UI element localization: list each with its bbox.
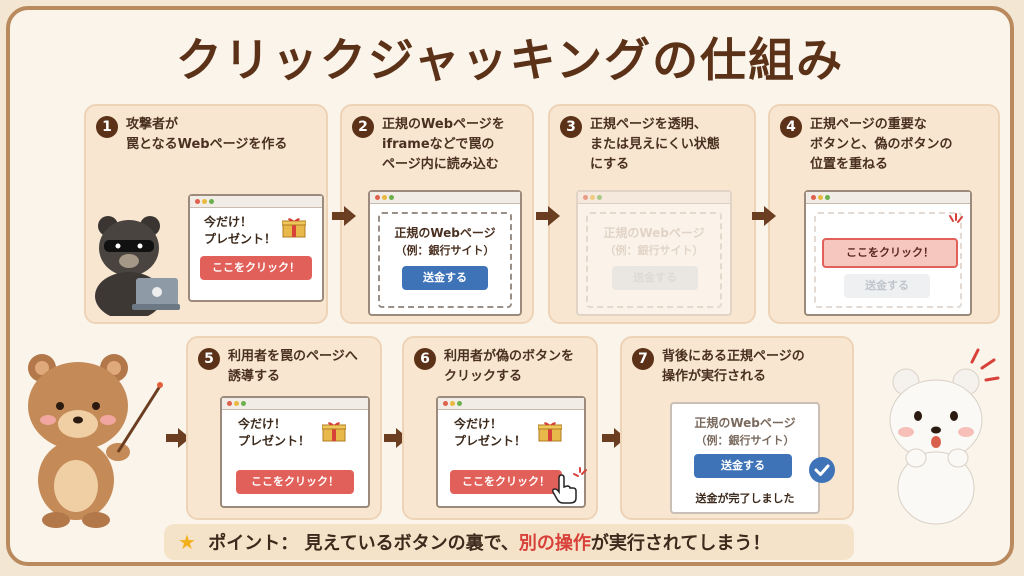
teacher-bear-illustration [28, 354, 163, 528]
step-card-2: 2 正規のWebページを iframeなどで罠の ページ内に読み込む 正規のWe… [340, 104, 534, 324]
cursor-hand-icon [552, 474, 577, 504]
step-text: 正規のWebページを iframeなどで罠の ページ内に読み込む [382, 117, 505, 172]
hacker-bear-illustration [95, 216, 180, 316]
page-title: クリックジャッキングの仕組み [175, 33, 845, 87]
trap-page-window: 正規のWebページ （例：銀行サイト） 送金する [576, 190, 732, 316]
trap-page-window: 今だけ！ プレゼント！ ここをクリック！ [220, 396, 370, 508]
legit-page-title: 正規のWebページ [694, 416, 796, 430]
surprised-bear-illustration [889, 348, 1000, 525]
trap-page-window: 今だけ！ プレゼント！ ここをクリック！ [188, 194, 324, 302]
fake-click-button[interactable]: ここをクリック！ [822, 238, 958, 268]
legit-page-title: 正規のWebページ [603, 226, 705, 240]
window-titlebar [578, 192, 730, 204]
trap-page-window: ここをクリック！ 送金する [804, 190, 972, 316]
transfer-button[interactable]: 送金する [694, 454, 792, 478]
alert-lines-icon [949, 213, 963, 223]
step-card-4: 4 正規ページの重要な ボタンと、偽のボタンの 位置を重ねる ここをクリック！ … [768, 104, 1000, 324]
step-text: 利用者が偽のボタンを クリックする [444, 349, 575, 384]
step-text: 背後にある正規ページの 操作が実行される [662, 349, 805, 384]
legit-page-window: 正規のWebページ （例：銀行サイト） 送金する 送金が完了しました [670, 402, 820, 514]
window-titlebar [806, 192, 970, 204]
click-spark-icon [573, 467, 587, 477]
star-icon: ★ [178, 530, 196, 554]
checkmark-icon [809, 457, 835, 483]
step-number: 7 [632, 348, 654, 370]
window-titlebar [190, 196, 322, 208]
step-text: 正規ページを透明、 または見えにくい状態 にする [590, 117, 720, 172]
trap-page-text: 今だけ！ プレゼント！ [204, 215, 277, 246]
iframe-frame: 正規のWebページ （例：銀行サイト） 送金する [586, 212, 722, 308]
step-number: 4 [780, 116, 802, 138]
step-number: 2 [352, 116, 374, 138]
iframe-frame [814, 212, 962, 308]
window-titlebar [222, 398, 368, 410]
window-titlebar [438, 398, 584, 410]
step-text: 利用者を罠のページへ 誘導する [228, 349, 358, 384]
gift-icon [538, 422, 562, 442]
fake-click-button[interactable]: ここをクリック！ [450, 470, 562, 494]
transfer-button[interactable]: 送金する [612, 266, 698, 290]
transfer-complete-message: 送金が完了しました [695, 492, 795, 505]
step-number: 1 [96, 116, 118, 138]
transfer-button[interactable]: 送金する [402, 266, 488, 290]
iframe-frame: 正規のWebページ （例：銀行サイト） 送金する [378, 212, 512, 308]
legit-page-subtitle: （例：銀行サイト） [604, 244, 704, 257]
step-number: 6 [414, 348, 436, 370]
fake-click-button[interactable]: ここをクリック！ [200, 256, 312, 280]
step-text: 正規ページの重要な ボタンと、偽のボタンの 位置を重ねる [810, 117, 953, 172]
step-text: 攻撃者が 罠となるWebページを作る [126, 117, 288, 152]
trap-page-text: 今だけ！ プレゼント！ [238, 417, 311, 448]
point-prefix: ポイント： [208, 533, 299, 554]
step-card-3: 3 正規ページを透明、 または見えにくい状態 にする 正規のWebページ （例：… [548, 104, 756, 324]
step-card-5: 5 利用者を罠のページへ 誘導する 今だけ！ プレゼント！ ここをクリック！ [186, 336, 382, 520]
step-card-1: 1 攻撃者が 罠となるWebページを作る 今だけ！ プレゼント！ ここをクリック… [84, 104, 328, 324]
step-number: 5 [198, 348, 220, 370]
point-text-1: 見えているボタンの裏で、 [304, 533, 519, 554]
trap-page-text: 今だけ！ プレゼント！ [454, 417, 527, 448]
step-number: 3 [560, 116, 582, 138]
gift-icon [282, 218, 306, 238]
gift-icon [322, 422, 346, 442]
diagram-frame: クリックジャッキングの仕組み 1 攻撃者が 罠となるWebページを作る 今だけ！… [6, 6, 1014, 566]
trap-page-window: 今だけ！ プレゼント！ ここをクリック！ [436, 396, 586, 508]
transfer-button[interactable]: 送金する [844, 274, 930, 298]
key-point-banner: ★ ポイント： 見えているボタンの裏で、別の操作が実行されてしまう！ [164, 524, 854, 560]
step-card-6: 6 利用者が偽のボタンを クリックする 今だけ！ プレゼント！ ここをクリック！ [402, 336, 598, 520]
point-text-2: が実行されてしまう！ [590, 533, 771, 554]
window-titlebar [370, 192, 520, 204]
trap-page-window: 正規のWebページ （例：銀行サイト） 送金する [368, 190, 522, 316]
legit-page-subtitle: （例：銀行サイト） [395, 244, 495, 257]
fake-click-button[interactable]: ここをクリック！ [236, 470, 354, 494]
legit-page-subtitle: （例：銀行サイト） [695, 434, 795, 447]
legit-page-title: 正規のWebページ [394, 226, 496, 240]
step-card-7: 7 背後にある正規ページの 操作が実行される 正規のWebページ （例：銀行サイ… [620, 336, 854, 520]
point-highlight: 別の操作 [518, 533, 591, 554]
